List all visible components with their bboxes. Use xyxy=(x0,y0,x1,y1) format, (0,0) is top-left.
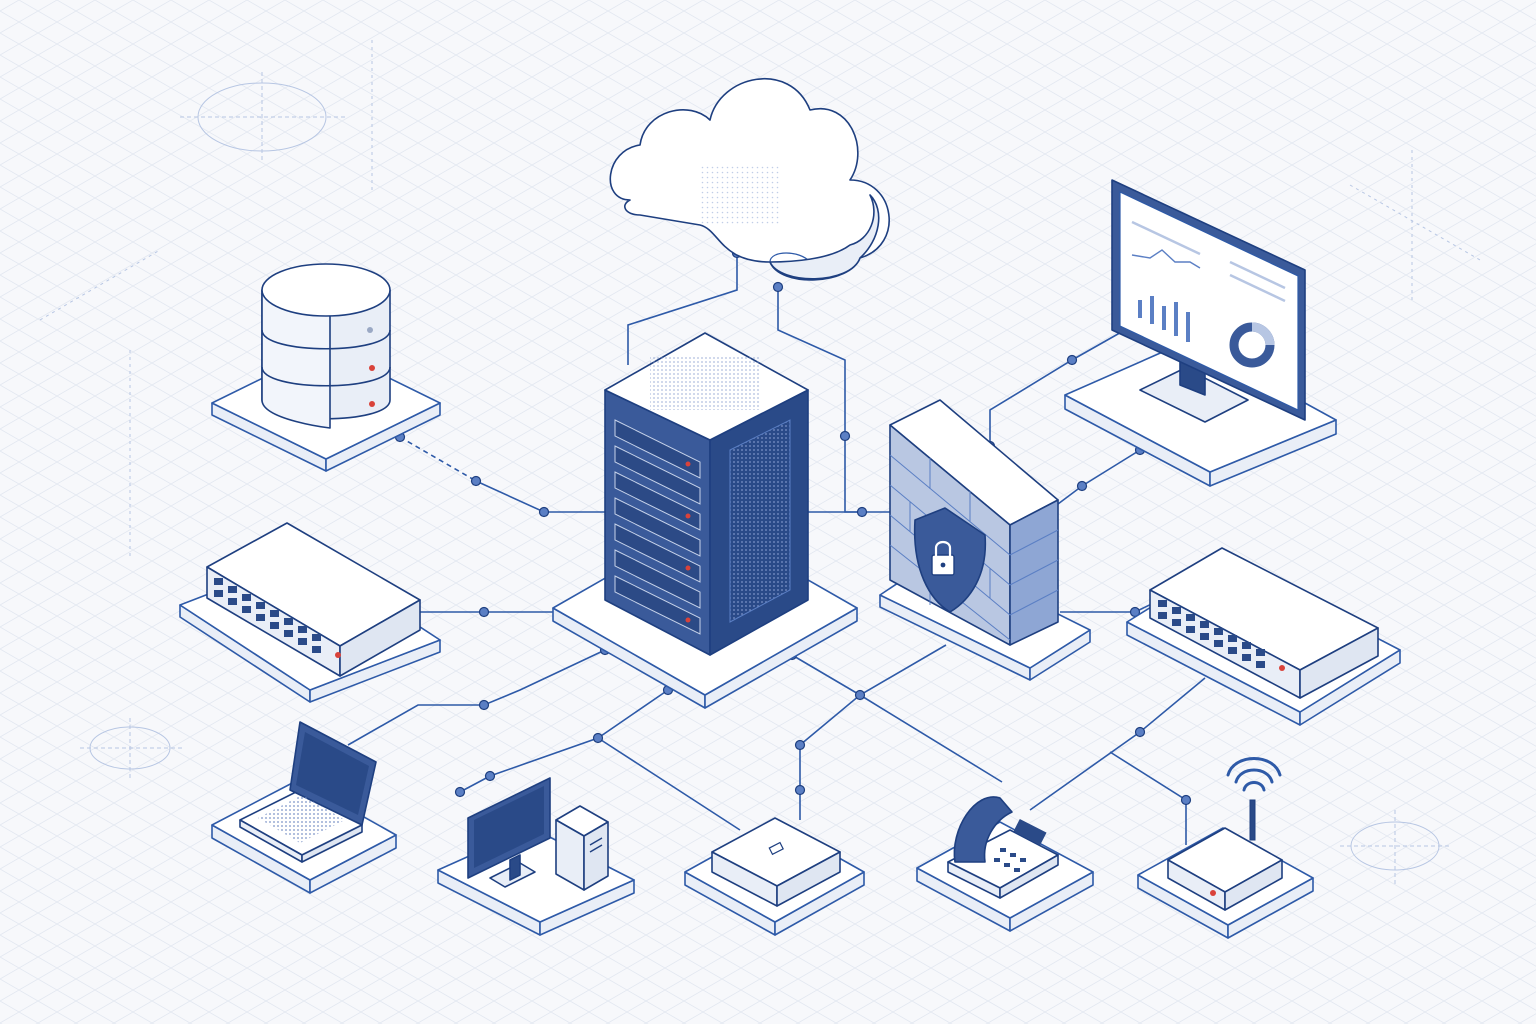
wifi-signal-icon xyxy=(1226,757,1282,792)
link-database-server xyxy=(399,436,477,482)
phone-keypad xyxy=(994,848,1026,872)
node-dot xyxy=(454,786,466,798)
shield-lock-icon xyxy=(913,507,987,613)
network-switch-icon xyxy=(1149,547,1379,699)
node-dot xyxy=(1134,726,1146,738)
node-dot xyxy=(478,699,490,711)
link-cloud-server-1 xyxy=(627,250,738,365)
database-status-light xyxy=(369,365,375,371)
node-dot xyxy=(856,506,868,518)
laptop-icon xyxy=(239,721,377,863)
node-dot xyxy=(484,770,496,782)
node-dot xyxy=(772,281,784,293)
server-rack-icon xyxy=(604,332,809,656)
node-dot xyxy=(839,430,851,442)
ip-phone-icon xyxy=(947,796,1059,899)
analytics-monitor-icon xyxy=(1111,179,1306,423)
switch-ports xyxy=(1158,600,1265,668)
node-dot xyxy=(794,784,806,796)
switch-status-light xyxy=(335,652,341,658)
link-server-desktop xyxy=(459,689,669,793)
cloud-data-pattern xyxy=(700,165,780,225)
node-dot xyxy=(538,506,550,518)
server-top-vent xyxy=(650,355,760,410)
link-firewall-monitor xyxy=(989,329,1126,460)
desktop-computer-icon xyxy=(467,777,609,891)
node-dot xyxy=(1180,794,1192,806)
cloud-icon xyxy=(609,77,890,281)
wifi-router-icon xyxy=(1167,757,1283,911)
node-dot xyxy=(1066,354,1078,366)
node-dot xyxy=(1076,480,1088,492)
link-server-hub xyxy=(597,737,741,831)
firewall-icon xyxy=(889,399,1059,646)
blueprint-decorations xyxy=(39,40,1481,885)
server-side-panel xyxy=(729,419,791,623)
node-dot xyxy=(794,739,806,751)
server-status-lights xyxy=(685,461,691,623)
network-hub-icon xyxy=(711,817,841,907)
server-drawers xyxy=(614,419,701,635)
node-dot xyxy=(478,606,490,618)
node-dot xyxy=(854,689,866,701)
network-switch-icon xyxy=(206,522,421,677)
node-dot xyxy=(592,732,604,744)
switch-ports xyxy=(214,578,321,653)
router-status-light xyxy=(1210,890,1216,896)
node-dot xyxy=(470,475,482,487)
database-status-light xyxy=(367,327,373,333)
database-icon xyxy=(261,263,391,429)
monitor-dashboard xyxy=(1131,220,1286,342)
switch-status-light xyxy=(1279,665,1285,671)
database-status-light xyxy=(369,401,375,407)
laptop-keyboard xyxy=(258,795,345,843)
